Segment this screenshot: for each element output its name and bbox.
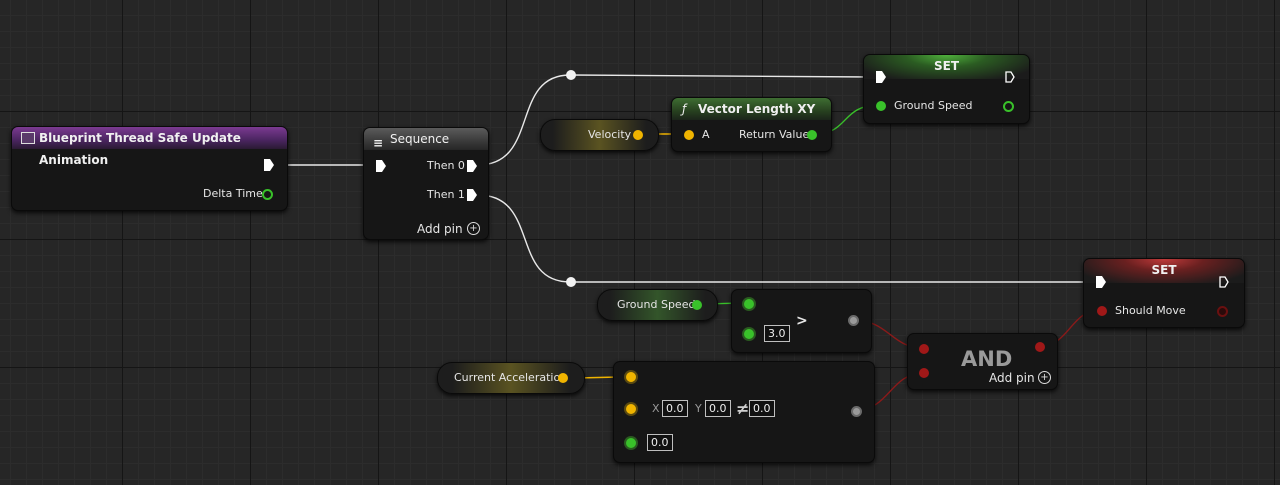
event-node-header[interactable]: Blueprint Thread Safe Update Animation [12, 127, 287, 167]
set-ground-speed-node[interactable]: SET Ground Speed [863, 54, 1030, 124]
greater-b-pin[interactable] [744, 329, 754, 339]
sequence-icon: ≡ [373, 136, 384, 150]
and-title: AND [961, 347, 1013, 371]
event-exec-out-pin[interactable] [264, 159, 274, 171]
exec-wire-then1-set [477, 194, 1094, 283]
set-should-move-title: SET [1151, 263, 1177, 277]
event-node-title: Blueprint Thread Safe Update Animation [39, 131, 241, 167]
ground-speed-getter-pin[interactable] [692, 300, 702, 310]
tolerance-field[interactable]: 0.0 [647, 434, 673, 451]
and-out-pin[interactable] [1035, 342, 1045, 352]
vector-z-field[interactable]: 0.0 [749, 400, 775, 417]
event-node[interactable]: Blueprint Thread Safe Update Animation D… [11, 126, 288, 211]
set-ground-speed-title: SET [933, 59, 960, 73]
and-a-pin[interactable] [919, 344, 929, 354]
function-icon: ƒ [682, 102, 687, 116]
then0-pin[interactable] [467, 160, 477, 172]
greater-symbol: > [796, 313, 808, 329]
add-pin-icon[interactable]: + [1038, 371, 1051, 384]
then1-pin[interactable] [467, 189, 477, 201]
should-move-out-pin[interactable] [1217, 306, 1228, 317]
vector-compare-b-pin[interactable] [626, 404, 636, 414]
velocity-out-pin[interactable] [633, 130, 643, 140]
delta-time-label: Delta Time [203, 187, 263, 200]
vector-y-field[interactable]: 0.0 [705, 400, 731, 417]
reroute-knot-bottom [566, 277, 576, 287]
return-value-label: Return Value [739, 128, 810, 141]
vector-y-label: Y [695, 402, 702, 415]
and-add-pin-label[interactable]: Add pin [989, 371, 1035, 385]
set-should-move-exec-out[interactable] [1219, 276, 1229, 288]
greater-out-pin[interactable] [848, 315, 859, 326]
vector-compare-a-pin[interactable] [626, 372, 636, 382]
greater-b-field[interactable]: 3.0 [764, 325, 790, 342]
should-move-in-pin[interactable] [1097, 306, 1107, 316]
ground-speed-set-label: Ground Speed [894, 99, 973, 112]
set-ground-speed-header[interactable]: SET [864, 55, 1029, 79]
velocity-getter-node[interactable]: Velocity [540, 119, 659, 151]
set-should-move-header[interactable]: SET [1084, 259, 1244, 283]
then1-label: Then 1 [427, 188, 465, 201]
greater-a-pin[interactable] [744, 299, 754, 309]
delta-time-pin[interactable] [262, 189, 273, 200]
vector-compare-out-pin[interactable] [851, 406, 862, 417]
current-acceleration-label: Current Acceleration [454, 371, 568, 384]
vector-length-xy-title: Vector Length XY [698, 102, 816, 116]
vector-length-a-label: A [702, 128, 710, 141]
vector-compare-node[interactable]: X 0.0 Y 0.0 ≠ 0.0 0.0 [613, 361, 875, 463]
greater-than-node[interactable]: 3.0 > [731, 289, 872, 353]
set-should-move-node[interactable]: SET Should Move [1083, 258, 1245, 328]
sequence-node-title: Sequence [390, 132, 450, 146]
ground-speed-out-pin[interactable] [1003, 101, 1014, 112]
sequence-add-pin-label[interactable]: Add pin [417, 222, 463, 236]
then0-label: Then 0 [427, 159, 465, 172]
sequence-exec-in-pin[interactable] [376, 160, 386, 172]
not-equal-icon: ≠ [736, 399, 750, 418]
and-node[interactable]: AND Add pin + [907, 333, 1058, 390]
should-move-label: Should Move [1115, 304, 1186, 317]
set-ground-speed-exec-out[interactable] [1005, 71, 1015, 83]
vector-x-field[interactable]: 0.0 [662, 400, 688, 417]
return-value-pin[interactable] [807, 130, 817, 140]
ground-speed-getter-node[interactable]: Ground Speed [597, 289, 718, 321]
velocity-label: Velocity [588, 128, 632, 141]
set-should-move-exec-in[interactable] [1096, 276, 1106, 288]
sequence-node[interactable]: ≡ Sequence Then 0 Then 1 Add pin + [363, 127, 489, 240]
current-acceleration-getter-node[interactable]: Current Acceleration [437, 362, 585, 394]
vector-length-xy-header[interactable]: ƒ Vector Length XY [672, 98, 831, 120]
tolerance-pin[interactable] [626, 438, 636, 448]
and-b-pin[interactable] [919, 368, 929, 378]
set-ground-speed-exec-in[interactable] [876, 71, 886, 83]
add-pin-icon[interactable]: + [467, 222, 480, 235]
sequence-node-header[interactable]: ≡ Sequence [364, 128, 488, 150]
vector-length-xy-node[interactable]: ƒ Vector Length XY A Return Value [671, 97, 832, 152]
vector-length-a-pin[interactable] [684, 130, 694, 140]
ground-speed-in-pin[interactable] [876, 101, 886, 111]
exec-wire-then0-set [477, 74, 875, 166]
current-acceleration-pin[interactable] [558, 373, 568, 383]
event-icon [21, 132, 35, 144]
reroute-knot-top [566, 70, 576, 80]
ground-speed-getter-label: Ground Speed [617, 298, 696, 311]
vector-x-label: X [652, 402, 660, 415]
